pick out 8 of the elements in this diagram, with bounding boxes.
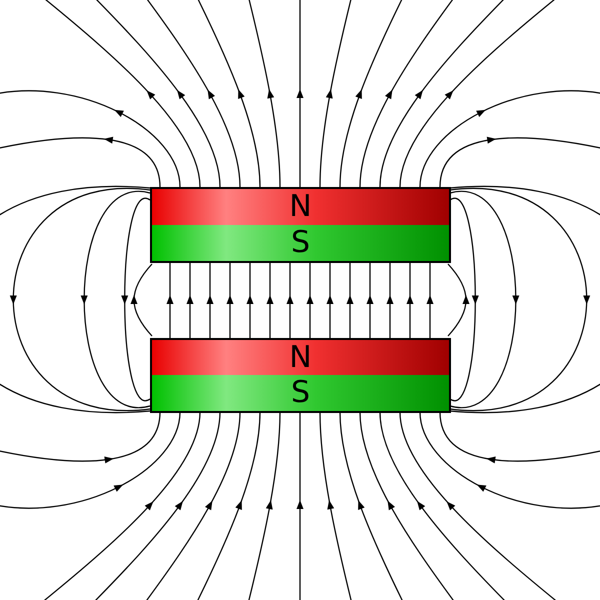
pole-label: N bbox=[289, 192, 312, 222]
magnet-pole bbox=[150, 338, 451, 376]
pole-label: S bbox=[290, 228, 310, 258]
magnet-pole bbox=[150, 187, 451, 225]
magnet-pole bbox=[150, 375, 451, 413]
magnet-pole bbox=[150, 225, 451, 263]
pole-label: S bbox=[290, 378, 310, 408]
pole-label: N bbox=[289, 343, 312, 373]
